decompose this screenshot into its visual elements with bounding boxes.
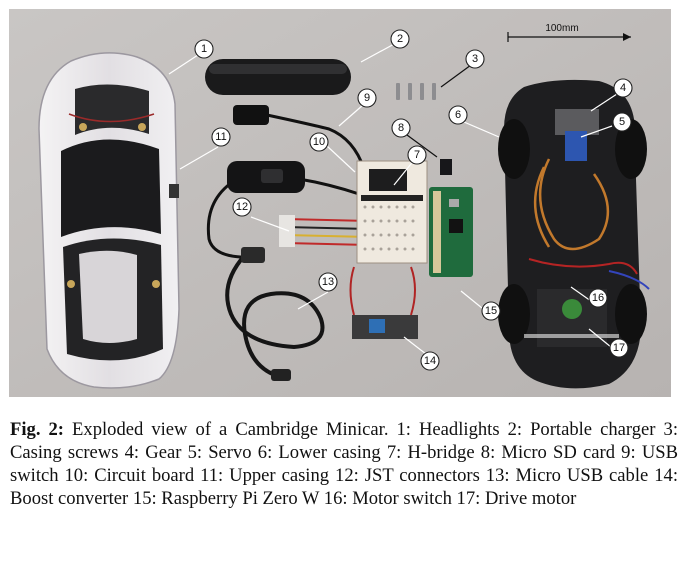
callout-1: 1	[194, 39, 214, 59]
caption-label: Fig. 2:	[10, 419, 64, 440]
portable-charger	[205, 59, 351, 95]
raspberry-pi-zero	[429, 187, 473, 277]
svg-text:7: 7	[414, 149, 420, 161]
boost-converter	[349, 266, 418, 339]
svg-text:9: 9	[364, 92, 370, 104]
callout-7: 7	[407, 145, 427, 165]
svg-text:16: 16	[592, 292, 604, 304]
svg-text:11: 11	[215, 131, 226, 143]
svg-text:10: 10	[313, 136, 325, 148]
callout-9: 9	[357, 88, 377, 108]
circuit-board	[356, 160, 428, 264]
scale-bar: 100mm	[507, 23, 631, 42]
svg-text:2: 2	[397, 33, 403, 45]
svg-text:8: 8	[398, 122, 404, 134]
h-bridge-chip	[369, 169, 407, 191]
svg-text:13: 13	[322, 276, 334, 288]
callout-16: 16	[588, 288, 608, 308]
micro-usb-cable	[225, 253, 325, 379]
callout-8: 8	[391, 118, 411, 138]
lower-casing	[498, 79, 650, 389]
svg-text:6: 6	[455, 109, 461, 121]
callout-5: 5	[612, 112, 632, 132]
usb-plug	[233, 105, 269, 125]
figure-caption: Fig. 2: Exploded view of a Cambridge Min…	[10, 418, 678, 510]
svg-text:15: 15	[485, 305, 497, 317]
svg-text:17: 17	[613, 342, 625, 354]
casing-screws	[396, 83, 436, 100]
callout-13: 13	[318, 272, 338, 292]
exploded-view-photo: 100mm 1 2 3 4 5 6 7 8	[9, 9, 671, 397]
callout-12: 12	[232, 197, 252, 217]
usb-plug-end	[271, 369, 291, 381]
gear-mount	[555, 109, 599, 135]
upper-casing	[38, 52, 180, 389]
svg-text:4: 4	[620, 82, 626, 94]
callout-15: 15	[481, 301, 501, 321]
svg-text:1: 1	[201, 43, 207, 55]
callout-17: 17	[609, 338, 629, 358]
callout-11: 11	[211, 127, 231, 147]
callout-6: 6	[448, 105, 468, 125]
svg-text:12: 12	[236, 201, 248, 213]
svg-text:5: 5	[619, 116, 625, 128]
motor-switch	[562, 299, 582, 319]
svg-text:3: 3	[472, 53, 478, 65]
callout-4: 4	[613, 78, 633, 98]
servo-body	[565, 131, 587, 161]
jst-connectors	[279, 215, 370, 247]
scale-bar-label: 100mm	[545, 23, 578, 34]
micro-sd-card	[440, 159, 452, 175]
callout-3: 3	[465, 49, 485, 69]
caption-text: Exploded view of a Cambridge Minicar. 1:…	[10, 419, 678, 509]
svg-text:14: 14	[424, 355, 436, 367]
callout-10: 10	[309, 132, 329, 152]
callout-14: 14	[420, 351, 440, 371]
callout-2: 2	[390, 29, 410, 49]
